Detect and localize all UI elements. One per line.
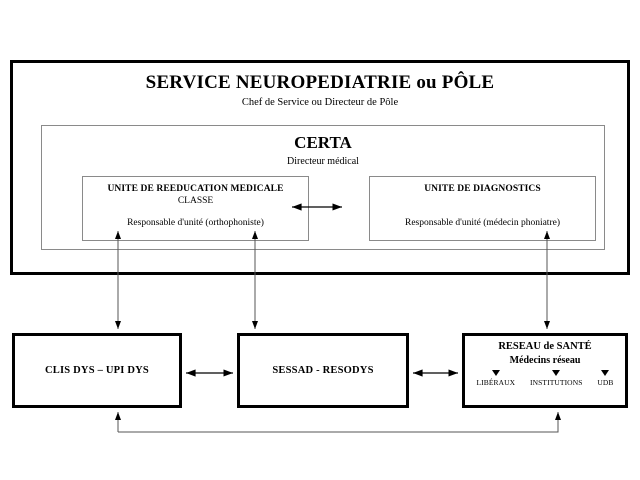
arrow-down-icon bbox=[601, 370, 610, 376]
arrow-down-icon bbox=[491, 370, 500, 376]
connector-clis-reseau-loop bbox=[117, 425, 559, 433]
service-subtitle: Chef de Service ou Directeur de Pôle bbox=[241, 97, 399, 108]
reseau-node-label: UDB bbox=[597, 378, 614, 387]
service-neuropediatrie-frame: SERVICE NEUROPEDIATRIE ou PÔLE Chef de S… bbox=[10, 60, 630, 275]
unit-diagnostics-heading: UNITE DE DIAGNOSTICS bbox=[424, 184, 541, 194]
box-reseau-de-sante: RESEAU de SANTÉ Médecins réseau LIBÉRAUX… bbox=[462, 333, 628, 408]
box-sessad-resodys: SESSAD - RESODYS bbox=[237, 333, 409, 408]
reseau-node-udb: UDB bbox=[597, 370, 613, 387]
unit-reeducation-heading: UNITE DE REEDUCATION MEDICALE bbox=[107, 184, 284, 194]
reseau-node-liberaux: LIBÉRAUX bbox=[476, 370, 515, 387]
certa-title: CERTA bbox=[294, 133, 352, 152]
sessad-resodys-label: SESSAD - RESODYS bbox=[272, 365, 374, 376]
reseau-node-label: LIBÉRAUX bbox=[476, 378, 516, 387]
reseau-node-institutions: INSTITUTIONS bbox=[530, 370, 582, 387]
box-clis-dys-upi-dys: CLIS DYS – UPI DYS bbox=[12, 333, 182, 408]
certa-frame: CERTA Directeur médical UNITE DE REEDUCA… bbox=[41, 125, 605, 250]
unit-reeducation-responsable: Responsable d'unité (orthophoniste) bbox=[127, 218, 264, 228]
unit-box-reeducation-medicale: UNITE DE REEDUCATION MEDICALE CLASSE Res… bbox=[82, 176, 309, 241]
clis-dys-label: CLIS DYS – UPI DYS bbox=[45, 365, 149, 376]
certa-subtitle: Directeur médical bbox=[287, 156, 359, 167]
reseau-node-label: INSTITUTIONS bbox=[530, 378, 583, 387]
unit-diagnostics-responsable: Responsable d'unité (médecin phoniatre) bbox=[405, 218, 560, 228]
unit-reeducation-subheading: CLASSE bbox=[177, 196, 214, 206]
reseau-title: RESEAU de SANTÉ bbox=[498, 341, 592, 352]
arrow-down-icon bbox=[552, 370, 561, 376]
unit-box-diagnostics: UNITE DE DIAGNOSTICS Responsable d'unité… bbox=[369, 176, 596, 241]
reseau-node-list: LIBÉRAUX INSTITUTIONS UDB bbox=[465, 370, 625, 387]
reseau-subtitle: Médecins réseau bbox=[509, 355, 581, 366]
service-title: SERVICE NEUROPEDIATRIE ou PÔLE bbox=[145, 72, 495, 93]
